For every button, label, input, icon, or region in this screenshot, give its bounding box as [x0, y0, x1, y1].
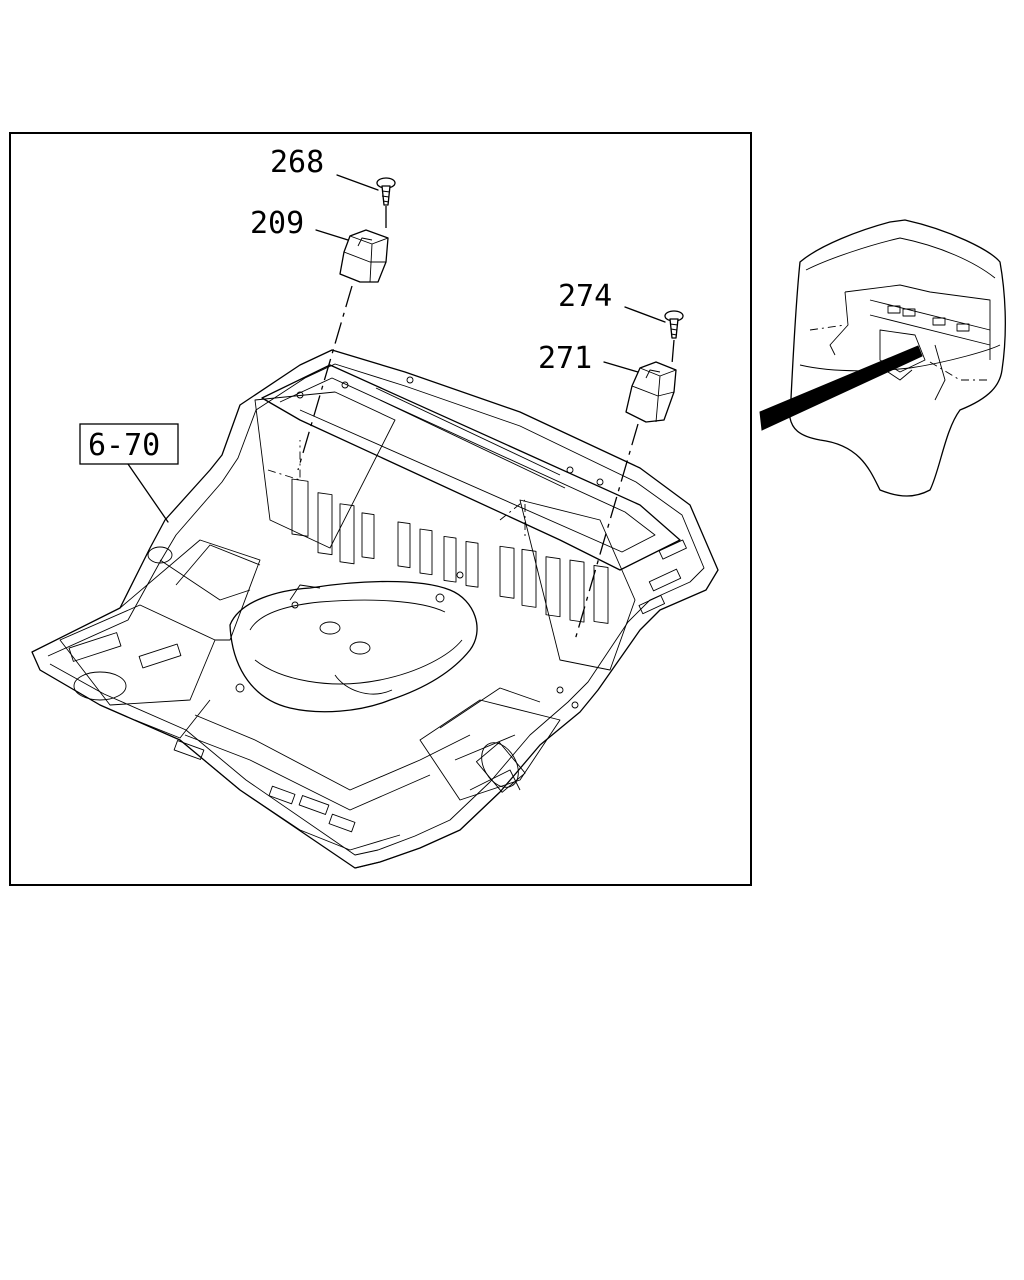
part-274-screw: [624, 306, 684, 339]
vehicle-locator-icon: [759, 219, 1006, 497]
callout-209: 209: [250, 206, 304, 241]
part-271-bracket: [603, 361, 677, 423]
callout-274: 274: [558, 279, 612, 314]
callout-271: 271: [538, 341, 592, 376]
install-line-274: [671, 339, 675, 365]
install-line-209: [297, 285, 353, 471]
reference-box: [79, 423, 179, 465]
diagram-frame: [9, 132, 752, 886]
callout-6-70: 6-70: [88, 428, 160, 463]
floor-panel-drawing: [31, 349, 719, 869]
reference-6-70: [79, 423, 179, 523]
part-209-bracket: [315, 229, 389, 283]
locator-pointer: [759, 345, 923, 431]
part-268-screw: [336, 174, 396, 206]
callout-268: 268: [270, 145, 324, 180]
install-line-271: [574, 423, 639, 641]
